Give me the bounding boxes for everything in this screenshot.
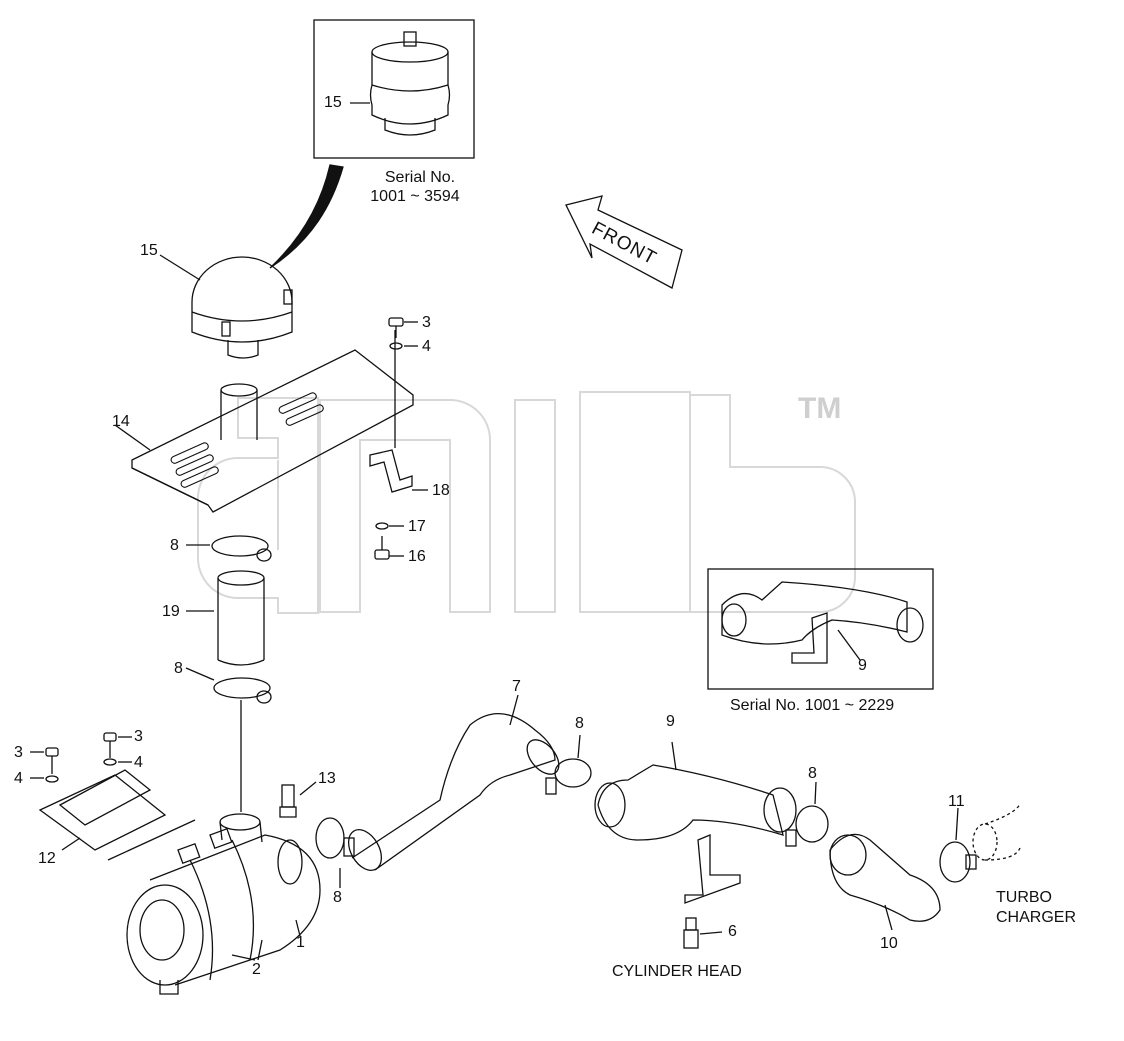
front-arrow (565, 195, 683, 289)
callout-3-top: 3 (422, 314, 431, 331)
restriction-indicator (279, 781, 317, 818)
watermark-logo (197, 391, 856, 614)
callout-6: 6 (728, 923, 737, 940)
callout-17: 17 (408, 518, 426, 535)
intake-pipe (594, 741, 797, 904)
inset-right-serial: Serial No. 1001 ~ 2229 (730, 697, 895, 714)
callout-3-left2: 3 (134, 728, 143, 745)
callout-8-body: 8 (333, 889, 342, 906)
callout-3-left: 3 (14, 744, 23, 761)
elbow-pipe-inset (721, 581, 924, 664)
watermark-tm: TM (798, 392, 842, 425)
turbo-charger-outline (972, 803, 1021, 861)
hose-clamp-body (315, 817, 355, 888)
inset-pointer (269, 164, 344, 269)
callout-11: 11 (948, 793, 965, 810)
mounting-bracket-left (38, 769, 196, 861)
hose-clamp-right (785, 781, 829, 847)
precleaner-inset-drawing (350, 31, 451, 136)
callout-15-inset: 15 (324, 94, 342, 111)
callout-18: 18 (432, 482, 450, 499)
callout-8-lower: 8 (174, 660, 183, 677)
washer-bolt-lower (374, 522, 404, 560)
inset-top-serial-line1: Serial No. (384, 169, 456, 186)
hose-clamp-turbo (939, 807, 977, 883)
air-cleaner-cap (159, 254, 293, 359)
callout-16: 16 (408, 548, 426, 565)
callout-8-right: 8 (808, 765, 817, 782)
callout-9: 9 (666, 713, 675, 730)
inset-top-serial-line2: 1001 ~ 3594 (370, 188, 460, 205)
callout-7: 7 (512, 678, 521, 695)
callout-4-left: 4 (14, 770, 23, 787)
callout-13: 13 (318, 770, 336, 787)
hood-plate (114, 349, 414, 513)
hose-clamp-mid (545, 734, 592, 795)
callout-9-inset: 9 (858, 657, 867, 674)
callout-15: 15 (140, 242, 158, 259)
hose-clamp-lower (185, 667, 272, 812)
turbo-hose (829, 833, 941, 931)
bracket (369, 330, 428, 493)
bolt-washer-top (388, 317, 418, 350)
inset-box-right (707, 568, 934, 690)
turbo-note-line2: CHARGER (996, 909, 1077, 926)
callout-8-mid: 8 (575, 715, 584, 732)
callout-10: 10 (880, 935, 898, 952)
inset-box-top (313, 19, 475, 159)
intake-hose (186, 570, 265, 666)
callout-8-upper: 8 (170, 537, 179, 554)
intake-hose-elbow (347, 694, 560, 871)
callout-2: 2 (252, 961, 261, 978)
callout-4-top: 4 (422, 338, 431, 355)
callout-1: 1 (296, 934, 305, 951)
callout-19: 19 (162, 603, 180, 620)
mounting-stud (683, 917, 723, 949)
callout-4-left2: 4 (134, 754, 143, 771)
hose-clamp-upper (186, 535, 272, 562)
bolt-washer-left (30, 732, 132, 783)
callout-14: 14 (112, 413, 130, 430)
cylinder-head-note: CYLINDER HEAD (612, 963, 742, 980)
air-cleaner-body (126, 813, 321, 995)
callout-12: 12 (38, 850, 56, 867)
turbo-note-line1: TURBO (996, 889, 1052, 906)
